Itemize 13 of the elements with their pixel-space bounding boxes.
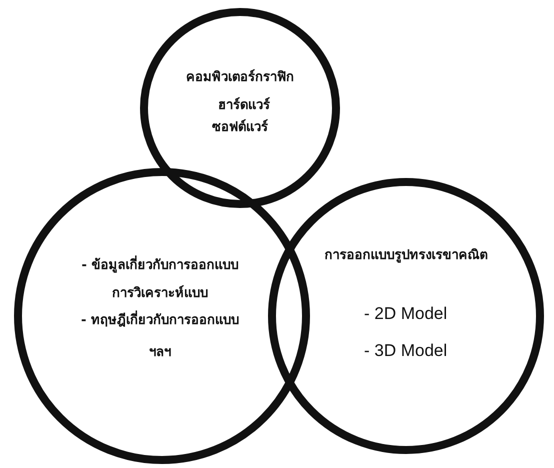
circle-text: - ข้อมูลเกี่ยวกับการออกแบบ — [82, 258, 238, 274]
circle-text: การวิเคราะห์แบบ — [112, 286, 208, 302]
circle-text: การออกแบบรูปทรงเรขาคณิต — [324, 247, 488, 265]
venn-circle — [14, 168, 310, 464]
circle-text: ฮาร์ดแวร์ — [218, 98, 270, 114]
circle-text: คอมพิวเตอร์กราฟิก — [186, 70, 294, 86]
venn-circle — [140, 8, 340, 208]
circle-text: - 2D Model — [364, 306, 448, 322]
circle-text: - 3D Model — [364, 343, 448, 359]
circle-text: ซอฟต์แวร์ — [212, 120, 268, 136]
venn-circle — [268, 178, 544, 454]
circle-text: - ทฤษฎีเกี่ยวกับการออกแบบ — [81, 313, 239, 329]
circle-text: ฯลฯ — [149, 345, 171, 361]
